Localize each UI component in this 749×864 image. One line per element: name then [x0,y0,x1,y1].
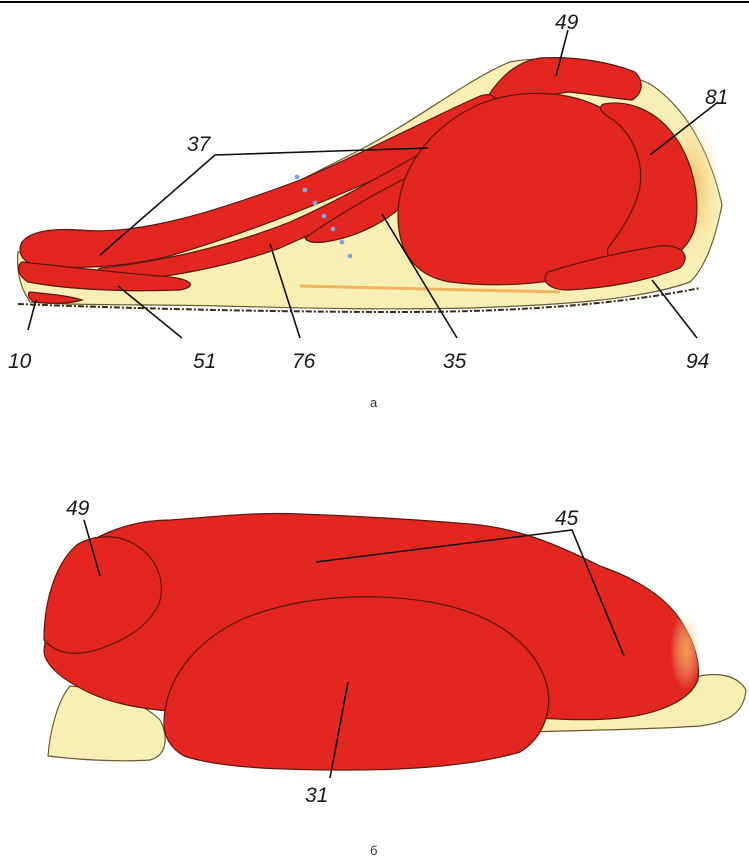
label-49-a: 49 [555,11,579,34]
label-94: 94 [686,350,709,373]
dot [295,175,300,180]
caption-a: а [370,395,378,410]
label-35: 35 [443,350,467,373]
dot [313,201,318,206]
dot [348,254,353,259]
dot [303,188,308,193]
dot [322,214,327,219]
dot [331,227,336,232]
label-51: 51 [193,350,216,373]
label-49-b: 49 [66,497,90,520]
dot [340,240,345,245]
label-10: 10 [8,350,32,373]
fat-glow-b [670,610,702,690]
label-76: 76 [292,350,316,373]
figure-a: 49 81 37 10 51 76 35 94 а [8,11,728,410]
label-81: 81 [705,86,728,109]
label-31: 31 [305,784,328,807]
label-45: 45 [555,507,579,530]
leader-94 [652,280,697,338]
label-37: 37 [187,133,212,156]
figure-b: 49 45 31 б [44,497,746,858]
caption-b: б [370,843,377,858]
